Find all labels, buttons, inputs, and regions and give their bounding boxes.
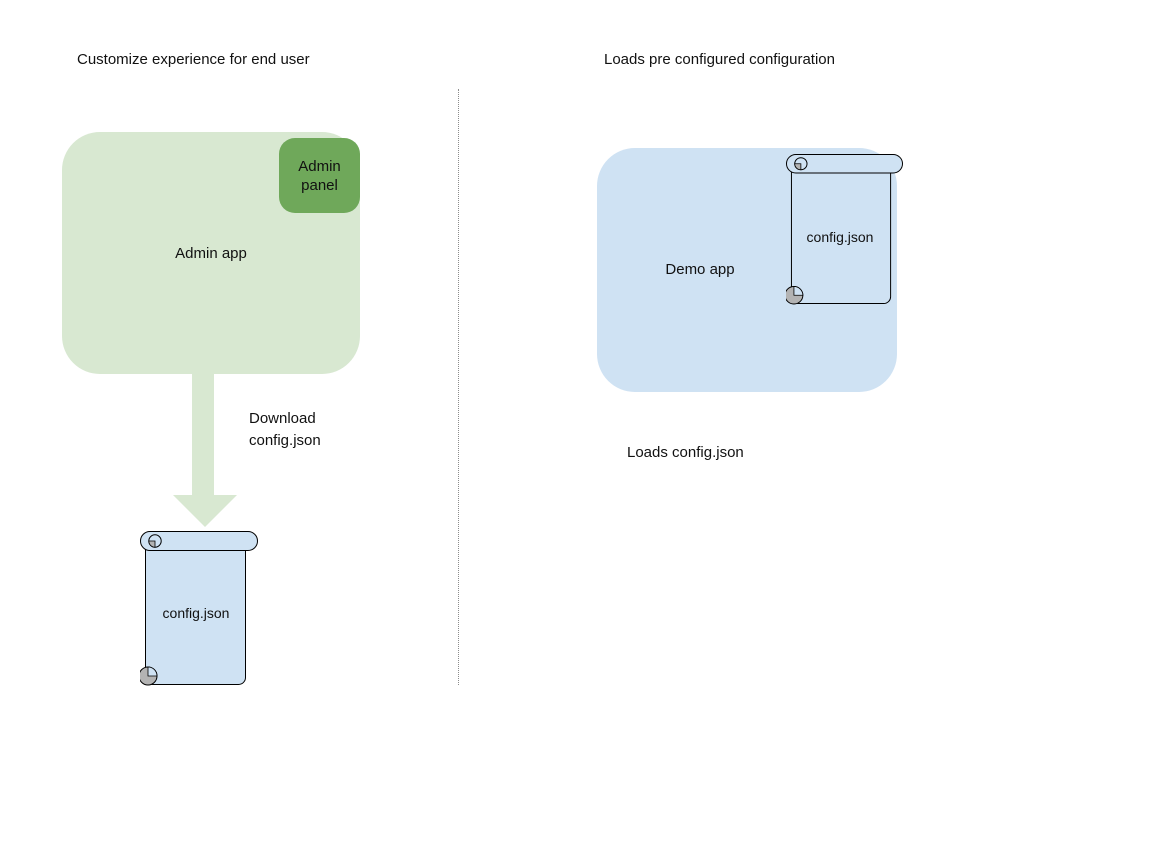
config-json-label-right: config.json	[806, 229, 874, 245]
admin-app-label: Admin app	[175, 244, 247, 262]
config-json-label-left: config.json	[162, 605, 230, 621]
download-arrow-caption: Download config.json	[249, 410, 321, 449]
scroll-top-curl-shade	[794, 163, 802, 171]
right-section-title: Loads pre configured configuration	[604, 51, 835, 68]
download-arrow-icon	[173, 374, 237, 527]
admin-panel-badge: Admin panel	[279, 138, 360, 213]
admin-panel-label: Admin panel	[298, 157, 341, 194]
demo-app-label: Demo app	[665, 261, 735, 278]
scroll-top-curl-shade	[148, 540, 156, 548]
scroll-top-roll	[140, 531, 258, 551]
scroll-bottom-curl-notch	[147, 666, 158, 677]
config-json-scroll-right	[786, 154, 903, 305]
loads-config-caption: Loads config.json	[627, 444, 744, 461]
scroll-bottom-curl-notch	[793, 286, 804, 296]
section-divider	[458, 89, 459, 685]
scroll-top-roll	[786, 154, 903, 174]
admin-app-box: Admin app Admin panel	[62, 132, 360, 374]
config-json-scroll-left	[140, 531, 258, 686]
arrow-shape	[173, 374, 237, 527]
left-section-title: Customize experience for end user	[77, 51, 310, 68]
